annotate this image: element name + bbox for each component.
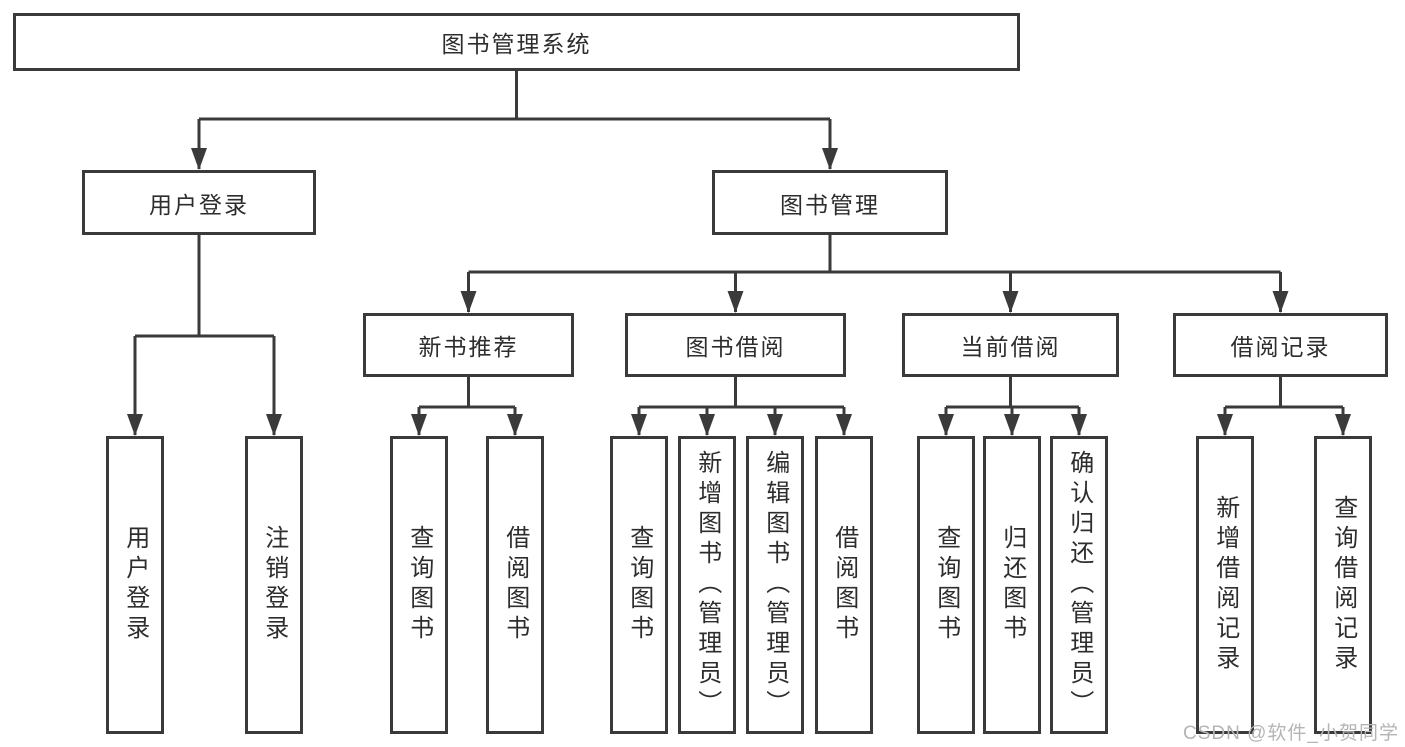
node-label: 图书管理: [780, 191, 880, 218]
node-label: 新增借阅记录: [1211, 495, 1239, 675]
leaf-logout: 注销登录: [245, 436, 303, 734]
connector-new-book-children: [411, 377, 523, 436]
node-label: 借阅图书: [830, 525, 858, 645]
node-label: 当前借阅: [960, 334, 1061, 360]
connector-book-borrow-children: [631, 377, 852, 436]
csdn-watermark: CSDN @软件_小贺同学: [1183, 723, 1399, 744]
node-label: 新书推荐: [418, 334, 519, 360]
node-label: 图书借阅: [685, 334, 786, 360]
node-new-book-recommend: 新书推荐: [363, 313, 574, 377]
leaf-confirm-return-admin: 确认归还（管理员）: [1050, 436, 1108, 734]
node-label: 借阅记录: [1230, 334, 1331, 360]
leaf-add-borrow-record: 新增借阅记录: [1196, 436, 1254, 734]
node-label: 查询图书: [405, 525, 433, 645]
connector-borrow-records-children: [1217, 377, 1351, 436]
node-label: 图书管理系统: [441, 31, 592, 57]
leaf-add-books-admin: 新增图书（管理员）: [678, 436, 736, 734]
node-label: 归还图书: [998, 525, 1026, 645]
leaf-return-books: 归还图书: [983, 436, 1041, 734]
node-book-borrow: 图书借阅: [625, 313, 846, 377]
node-label: 借阅图书: [501, 525, 529, 645]
node-label: 新增图书（管理员）: [693, 450, 721, 720]
connector-current-borrow-children: [938, 377, 1087, 436]
node-library-management-system: 图书管理系统: [13, 13, 1020, 71]
node-label: 用户登录: [149, 191, 249, 218]
connector-book-mgmt-children: [460, 235, 1289, 313]
node-label: 用户登录: [121, 525, 149, 645]
leaf-borrow-books-1: 借阅图书: [486, 436, 544, 734]
leaf-query-books-3: 查询图书: [917, 436, 975, 734]
leaf-query-borrow-record: 查询借阅记录: [1314, 436, 1372, 734]
node-label: 查询借阅记录: [1329, 495, 1357, 675]
node-label: 编辑图书（管理员）: [761, 450, 789, 720]
node-label: 注销登录: [260, 525, 288, 645]
node-current-borrow: 当前借阅: [902, 313, 1119, 377]
connector-root-to-level2: [191, 71, 838, 170]
node-label: 确认归还（管理员）: [1065, 450, 1093, 720]
node-label: 查询图书: [932, 525, 960, 645]
node-book-management: 图书管理: [712, 170, 948, 235]
node-borrow-records: 借阅记录: [1173, 313, 1388, 377]
leaf-query-books-2: 查询图书: [610, 436, 668, 734]
leaf-borrow-books-2: 借阅图书: [815, 436, 873, 734]
node-user-login: 用户登录: [82, 170, 316, 235]
leaf-query-books-1: 查询图书: [390, 436, 448, 734]
node-label: 查询图书: [625, 525, 653, 645]
leaf-edit-books-admin: 编辑图书（管理员）: [746, 436, 804, 734]
connector-user-login-children: [127, 235, 282, 436]
leaf-user-login: 用户登录: [106, 436, 164, 734]
